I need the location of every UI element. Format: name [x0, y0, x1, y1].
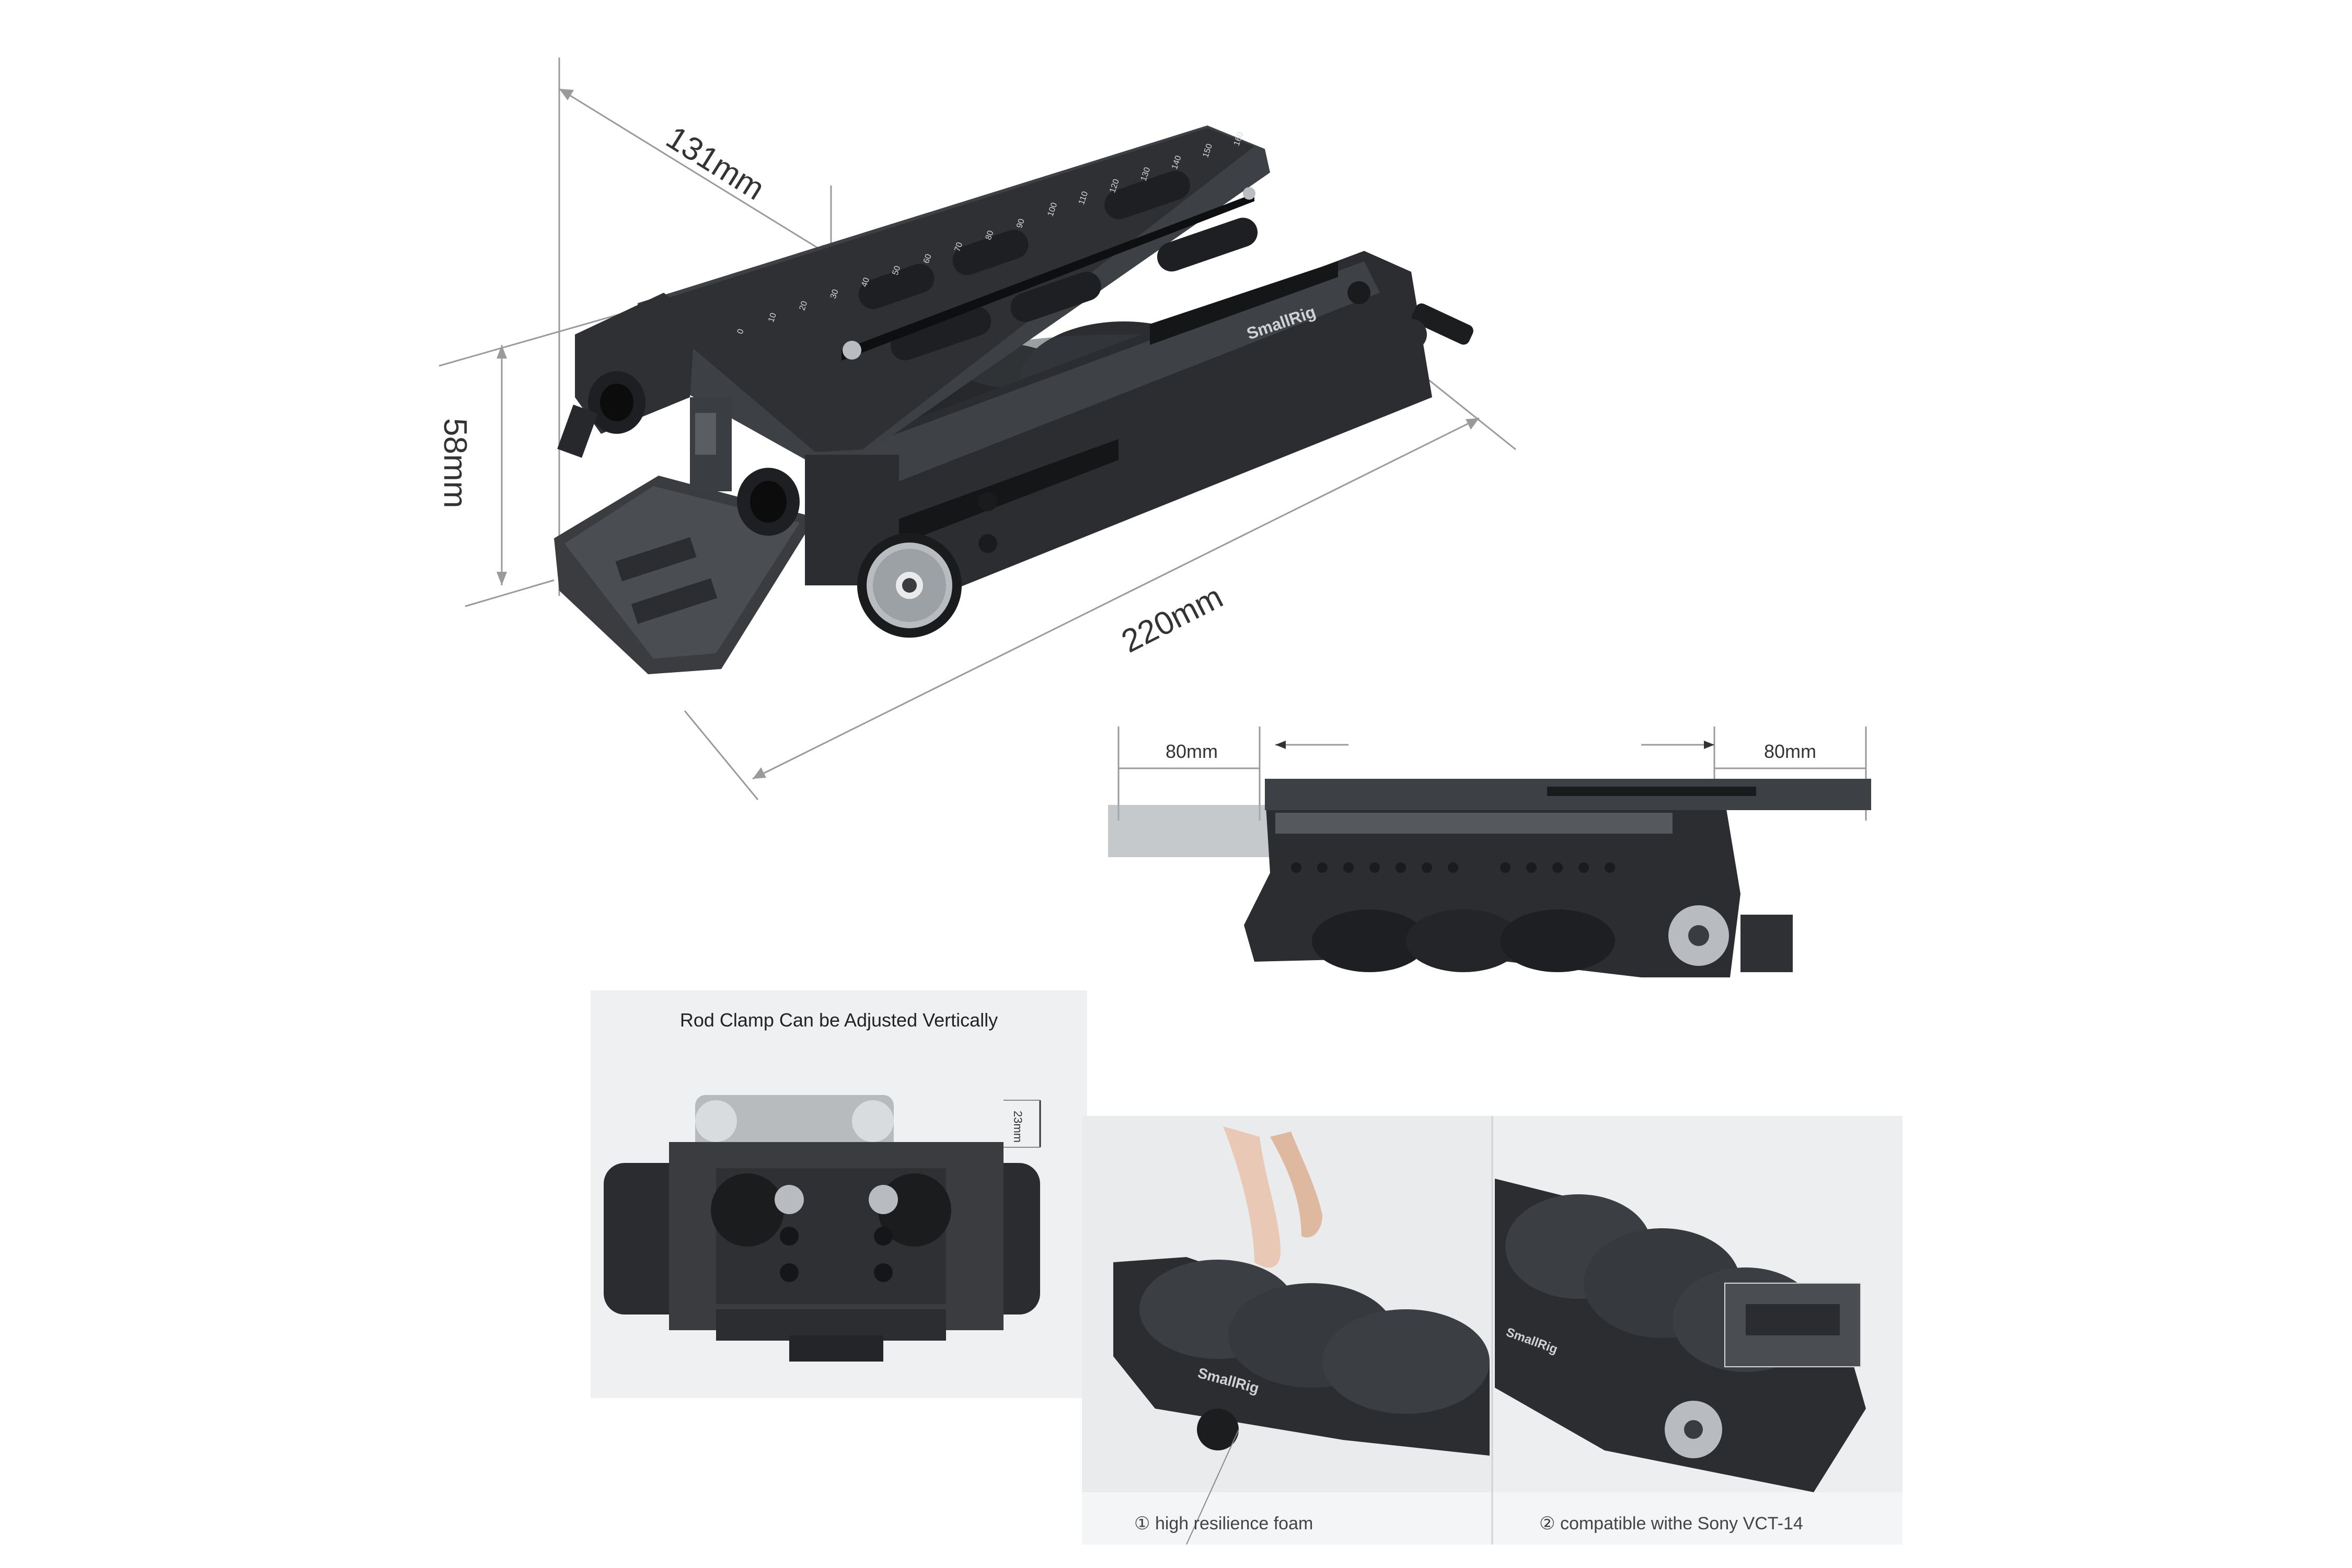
- grip-pads: [858, 170, 1258, 361]
- vct-caption: ② compatible withe Sony VCT-14: [1539, 1513, 1803, 1534]
- scale-mark: 30: [829, 288, 840, 299]
- rosette: [805, 455, 997, 638]
- rod-clamp-illustration: 23mm: [604, 1095, 1041, 1362]
- rod-clamp-title: Rod Clamp Can be Adjusted Vertically: [679, 1009, 998, 1031]
- foam-caption-text: high resilience foam: [1155, 1514, 1313, 1534]
- rod-clamp-panel: Rod Clamp Can be Adjusted Vertically 23m…: [591, 990, 1087, 1398]
- rod-clamps: [557, 371, 800, 536]
- scale-mark: 60: [922, 253, 933, 264]
- vct-plate-image: SmallRig: [1495, 1179, 1866, 1492]
- scale-mark: 80: [984, 229, 996, 241]
- vct-caption-number: ②: [1539, 1514, 1555, 1534]
- foam-caption-number: ①: [1134, 1514, 1150, 1534]
- side-dim-right: 80mm: [1764, 741, 1816, 762]
- scale-mark: 10: [767, 312, 778, 323]
- foam-pad-image: SmallRig: [1113, 1126, 1490, 1544]
- rod-clamp-dim: 23mm: [1011, 1111, 1024, 1143]
- side-view: 80mm 80mm: [1098, 716, 1934, 1009]
- rail-body: [821, 251, 1432, 612]
- scale-mark: 50: [891, 264, 903, 276]
- scale-mark: 20: [798, 300, 809, 312]
- hand: [1223, 1126, 1281, 1268]
- scale-mark: 70: [953, 241, 964, 252]
- foam-vct-panel: SmallRig SmallRig ① high resilience foam…: [1082, 1116, 1903, 1544]
- main-product-illustration: 0102030405060708090100110120130140150160…: [437, 57, 1516, 800]
- scale-mark: 40: [860, 276, 871, 288]
- scale-mark: 90: [1015, 217, 1027, 229]
- side-lever: [1347, 281, 1473, 350]
- side-view-illustration: 80mm 80mm: [1108, 727, 1871, 977]
- vct-caption-text: compatible withe Sony VCT-14: [1560, 1514, 1803, 1534]
- side-dim-left: 80mm: [1166, 741, 1218, 762]
- dim-depth-label: 131mm: [660, 119, 771, 207]
- foam-caption: ① high resilience foam: [1134, 1513, 1313, 1534]
- dim-height-label: 58mm: [437, 418, 473, 508]
- foam-vct-illustration: SmallRig SmallRig: [1082, 1116, 1903, 1544]
